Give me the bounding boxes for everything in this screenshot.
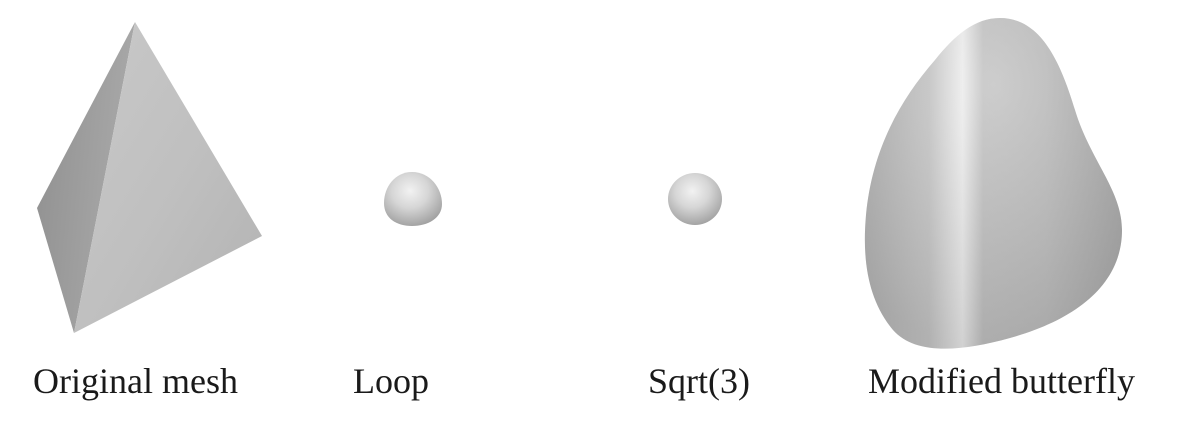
caption-sqrt3: Sqrt(3) bbox=[648, 361, 750, 401]
sqrt3-sphere bbox=[668, 173, 722, 225]
butterfly-blob-shading bbox=[864, 18, 1122, 349]
caption-loop: Loop bbox=[353, 361, 429, 401]
loop-result-render bbox=[384, 172, 442, 226]
sqrt3-result-render bbox=[668, 173, 722, 225]
caption-modified-butterfly: Modified butterfly bbox=[868, 361, 1135, 401]
tetrahedron-left-face bbox=[37, 22, 135, 333]
caption-original-mesh: Original mesh bbox=[33, 361, 238, 401]
tetrahedron-render bbox=[37, 22, 262, 333]
tetrahedron-right-face bbox=[74, 22, 262, 333]
butterfly-result-render bbox=[864, 18, 1122, 349]
loop-sphere bbox=[384, 172, 442, 226]
